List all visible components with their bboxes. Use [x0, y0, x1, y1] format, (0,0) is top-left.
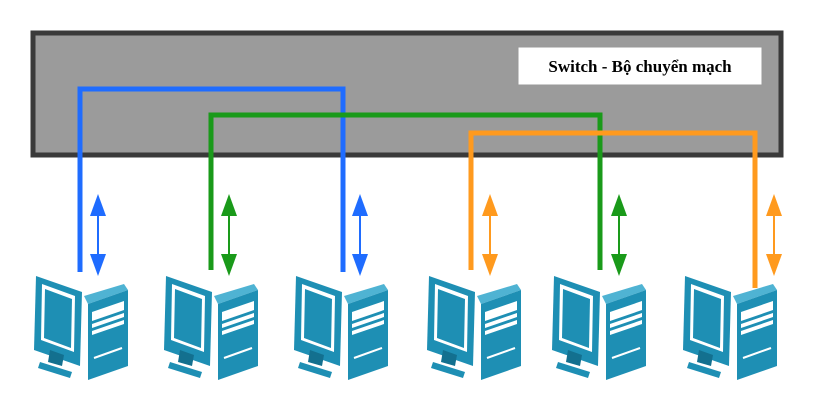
desktop-computer-icon: [33, 275, 129, 381]
orange-link-line: [468, 130, 758, 288]
desktop-computer-icon: [551, 275, 647, 381]
blue-arrow-3: [352, 194, 368, 276]
switch-label: Switch - Bộ chuyển mạch: [517, 46, 763, 86]
blue-link-line: [77, 86, 346, 272]
desktop-computer-icon: [293, 275, 389, 381]
switch-label-text: Switch - Bộ chuyển mạch: [548, 57, 732, 76]
green-arrow-5: [611, 194, 627, 276]
desktop-computer-icon: [426, 275, 522, 381]
desktop-computer-icon: [163, 275, 259, 381]
green-link-line: [208, 112, 603, 270]
desktop-computer-icon: [682, 275, 778, 381]
blue-arrow-1: [90, 194, 106, 276]
green-arrow-2: [221, 194, 237, 276]
orange-arrow-6: [766, 194, 782, 276]
orange-arrow-4: [482, 194, 498, 276]
